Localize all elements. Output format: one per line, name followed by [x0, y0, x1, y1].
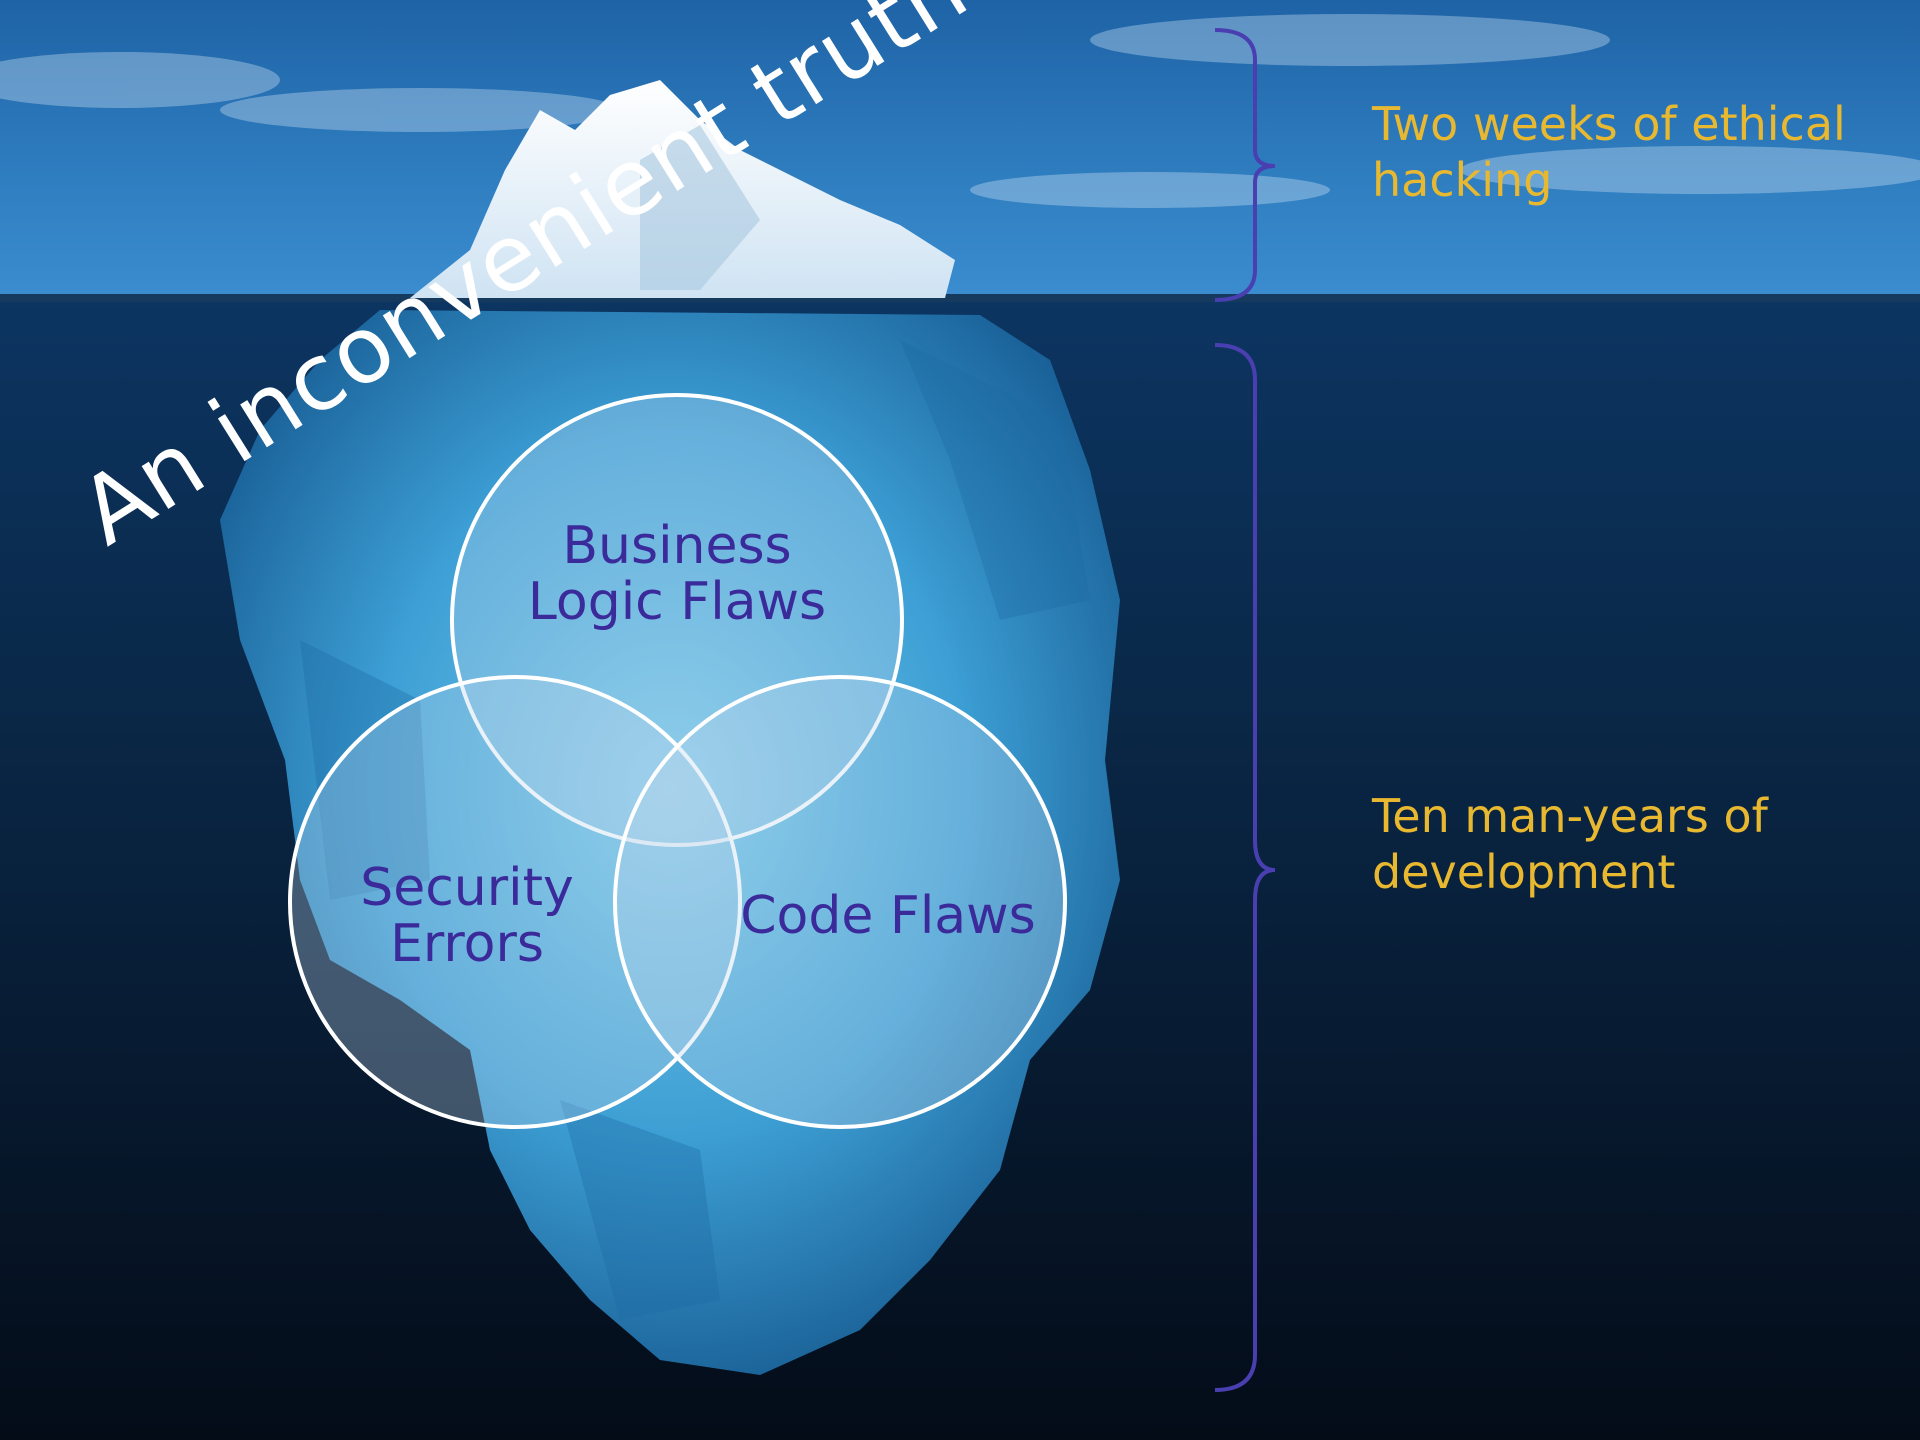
clouds: [0, 14, 1920, 208]
venn-circle-business-logic: [450, 393, 904, 847]
waterline: [0, 294, 1920, 302]
iceberg-underwater: [220, 310, 1120, 1375]
venn-label-security-errors: Security Errors: [360, 858, 574, 974]
venn-label-business-logic: Business Logic Flaws: [527, 516, 827, 632]
venn-label-code-flaws: Code Flaws: [740, 886, 1036, 946]
ice-shading: [300, 340, 1090, 1320]
venn-circle-code-flaws: [613, 675, 1067, 1129]
label-above-water: Two weeks of ethical hacking: [1372, 97, 1846, 207]
venn-circle-security-errors: [288, 675, 742, 1129]
venn-diagram: [288, 393, 1067, 1129]
brace-below-water: [1214, 343, 1276, 1392]
sky: [0, 0, 1920, 300]
label-below-water: Ten man-years of development: [1372, 789, 1768, 899]
brace-above-water: [1214, 28, 1276, 302]
